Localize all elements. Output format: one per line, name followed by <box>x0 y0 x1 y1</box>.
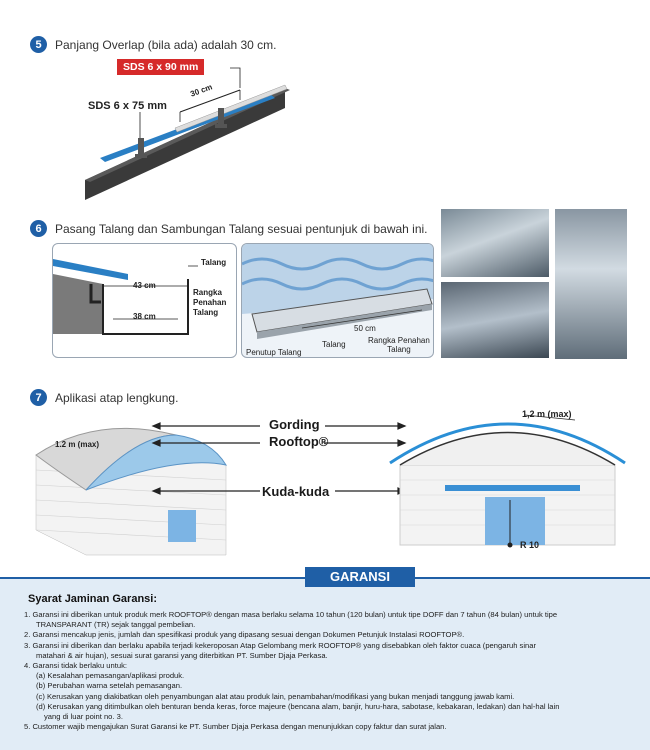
gutter-section-drawing <box>53 259 198 335</box>
curved-roof-3d <box>35 427 228 556</box>
gutter-section-diagram: Talang 43 cm 38 cm Rangka Penahan Talang <box>52 243 237 358</box>
step-5: 5 Panjang Overlap (bila ada) adalah 30 c… <box>30 36 276 53</box>
width-bottom-label: 38 cm <box>133 312 156 321</box>
term-item: 5. Customer wajib mengajukan Surat Garan… <box>24 722 447 732</box>
step-number: 6 <box>30 220 47 237</box>
radius-label: R 10 <box>520 540 540 550</box>
gutter-photo-1 <box>441 209 549 277</box>
screw-75-label: SDS 6 x 75 mm <box>88 100 167 112</box>
width-top-label: 43 cm <box>133 281 156 290</box>
gutter-join-drawing <box>242 244 433 339</box>
overlap-diagram <box>85 67 290 200</box>
max-span-left-label: 1.2 m (max) <box>55 440 100 449</box>
garansi-section <box>0 578 650 750</box>
rangka-label: Rangka Penahan Talang <box>368 336 430 354</box>
term-item: 2. Garansi mencakup jenis, jumlah dan sp… <box>24 630 465 640</box>
gording-label: Gording <box>269 417 320 432</box>
term-item: 4. Garansi tidak berlaku untuk: <box>24 661 127 671</box>
term-item: 3. Garansi ini diberikan dan berlaku apa… <box>24 640 536 650</box>
penutup-label: Penutup Talang <box>246 348 302 357</box>
term-item: TRANSPARANT (TR) sejak tanggal pembelian… <box>36 620 196 630</box>
gutter-join-diagram: 50 cm Penutup Talang Talang Rangka Penah… <box>241 243 434 358</box>
step-number: 5 <box>30 36 47 53</box>
step-text: Panjang Overlap (bila ada) adalah 30 cm. <box>55 37 277 52</box>
term-item: (c) Kerusakan yang diakibatkan oleh peny… <box>36 691 515 701</box>
talang-label: Talang <box>322 340 346 349</box>
gutter-photo-3 <box>555 209 627 359</box>
term-item: matahari & air hujan), sesuai surat gara… <box>36 650 328 660</box>
term-item: (b) Perubahan warna setelah pemasangan. <box>36 681 183 691</box>
rooftop-label: Rooftop® <box>269 434 329 449</box>
step-7: 7 Aplikasi atap lengkung. <box>30 389 178 406</box>
talang-label: Talang <box>201 258 227 267</box>
curved-roof-section <box>389 414 626 548</box>
step-number: 7 <box>30 389 47 406</box>
kuda-kuda-label: Kuda-kuda <box>262 484 330 499</box>
step-text: Aplikasi atap lengkung. <box>55 390 179 405</box>
step-text: Pasang Talang dan Sambungan Talang sesua… <box>55 221 428 236</box>
term-item: yang di luar point no. 3. <box>44 712 123 722</box>
terms-list: 1. Garansi ini diberikan untuk produk me… <box>24 610 629 732</box>
terms-heading: Syarat Jaminan Garansi: <box>28 593 158 605</box>
rangka-label: Rangka Penahan Talang <box>193 288 227 317</box>
garansi-title: GARANSI <box>305 567 415 587</box>
join-width-label: 50 cm <box>354 324 376 333</box>
step-6: 6 Pasang Talang dan Sambungan Talang ses… <box>30 220 428 237</box>
screw-90-label: SDS 6 x 90 mm <box>117 59 205 75</box>
term-item: 1. Garansi ini diberikan untuk produk me… <box>24 610 558 619</box>
term-item: (d) Kerusakan yang ditimbulkan oleh bent… <box>36 701 560 711</box>
gutter-photo-2 <box>441 282 549 358</box>
term-item: (a) Kesalahan pemasangan/aplikasi produk… <box>36 671 185 681</box>
max-span-right-label: 1,2 m (max) <box>522 409 572 419</box>
label-arrows <box>151 422 407 495</box>
